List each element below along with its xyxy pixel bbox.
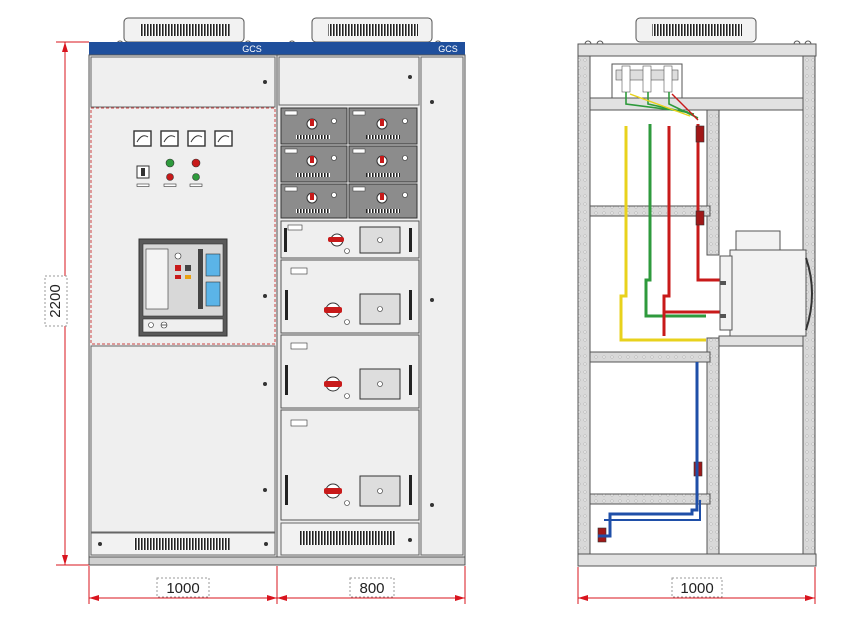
side-bottom-frame <box>577 553 817 567</box>
side-rail-upper <box>589 97 804 111</box>
indicator-lamp-red <box>191 158 201 168</box>
height-label: 2200 <box>47 284 64 317</box>
busbar-leads <box>625 92 699 119</box>
left-lower-door <box>90 345 276 533</box>
meter-icon <box>160 130 179 147</box>
right-top-panel <box>278 56 420 106</box>
air-circuit-breaker <box>138 238 228 337</box>
cable-compartment-door <box>420 56 464 556</box>
insulator <box>695 210 705 226</box>
drawer-small <box>348 183 418 219</box>
drawer-small <box>280 183 348 219</box>
drawer-small <box>280 107 348 145</box>
drawer-large <box>280 220 420 259</box>
width-dimension-side: 1000 <box>577 567 816 604</box>
busbar-red-c <box>696 124 728 282</box>
busbar-support <box>611 63 683 99</box>
base-strip <box>88 556 466 566</box>
width-dimension-front: 1000 800 <box>88 566 466 604</box>
side-width-label: 1000 <box>680 580 713 597</box>
busbar-yellow <box>619 126 706 342</box>
meter-icon <box>133 130 152 147</box>
brand-bar-left <box>89 42 277 55</box>
side-rail-mid2 <box>589 351 711 363</box>
drawer-large <box>280 334 420 409</box>
width-right-label: 800 <box>359 580 384 597</box>
indicator-lamp-green <box>165 158 175 168</box>
busbar-green <box>644 124 706 318</box>
meters <box>133 130 233 147</box>
meter-icon <box>214 130 233 147</box>
side-post-left <box>577 55 591 567</box>
side-post-center-lower <box>706 337 720 555</box>
busbar-red-a <box>662 126 671 336</box>
push-button-red <box>166 173 174 181</box>
width-left-label: 1000 <box>166 580 199 597</box>
front-view: GCS GCS <box>44 17 466 604</box>
drawer-small <box>348 107 418 145</box>
breaker-side <box>719 230 813 337</box>
left-top-panel <box>90 56 276 108</box>
insulator <box>695 125 705 143</box>
side-post-center-upper <box>706 109 720 256</box>
drawer-large <box>280 409 420 521</box>
brand-bar-right <box>277 42 465 55</box>
side-view: 1000 <box>577 17 817 604</box>
drawer-large <box>280 259 420 334</box>
drawer-small <box>280 145 348 183</box>
side-rail-right-mid <box>718 335 804 347</box>
brand-label-left: GCS <box>242 44 262 54</box>
side-rail-lower <box>589 493 711 505</box>
push-button-green <box>192 173 200 181</box>
busbar-blue <box>598 362 699 538</box>
drawer-grid <box>280 107 418 219</box>
brand-label-right: GCS <box>438 44 458 54</box>
side-top-frame <box>577 43 817 57</box>
meter-icon <box>187 130 206 147</box>
drawer-small <box>348 145 418 183</box>
height-dimension: 2200 <box>44 41 89 566</box>
